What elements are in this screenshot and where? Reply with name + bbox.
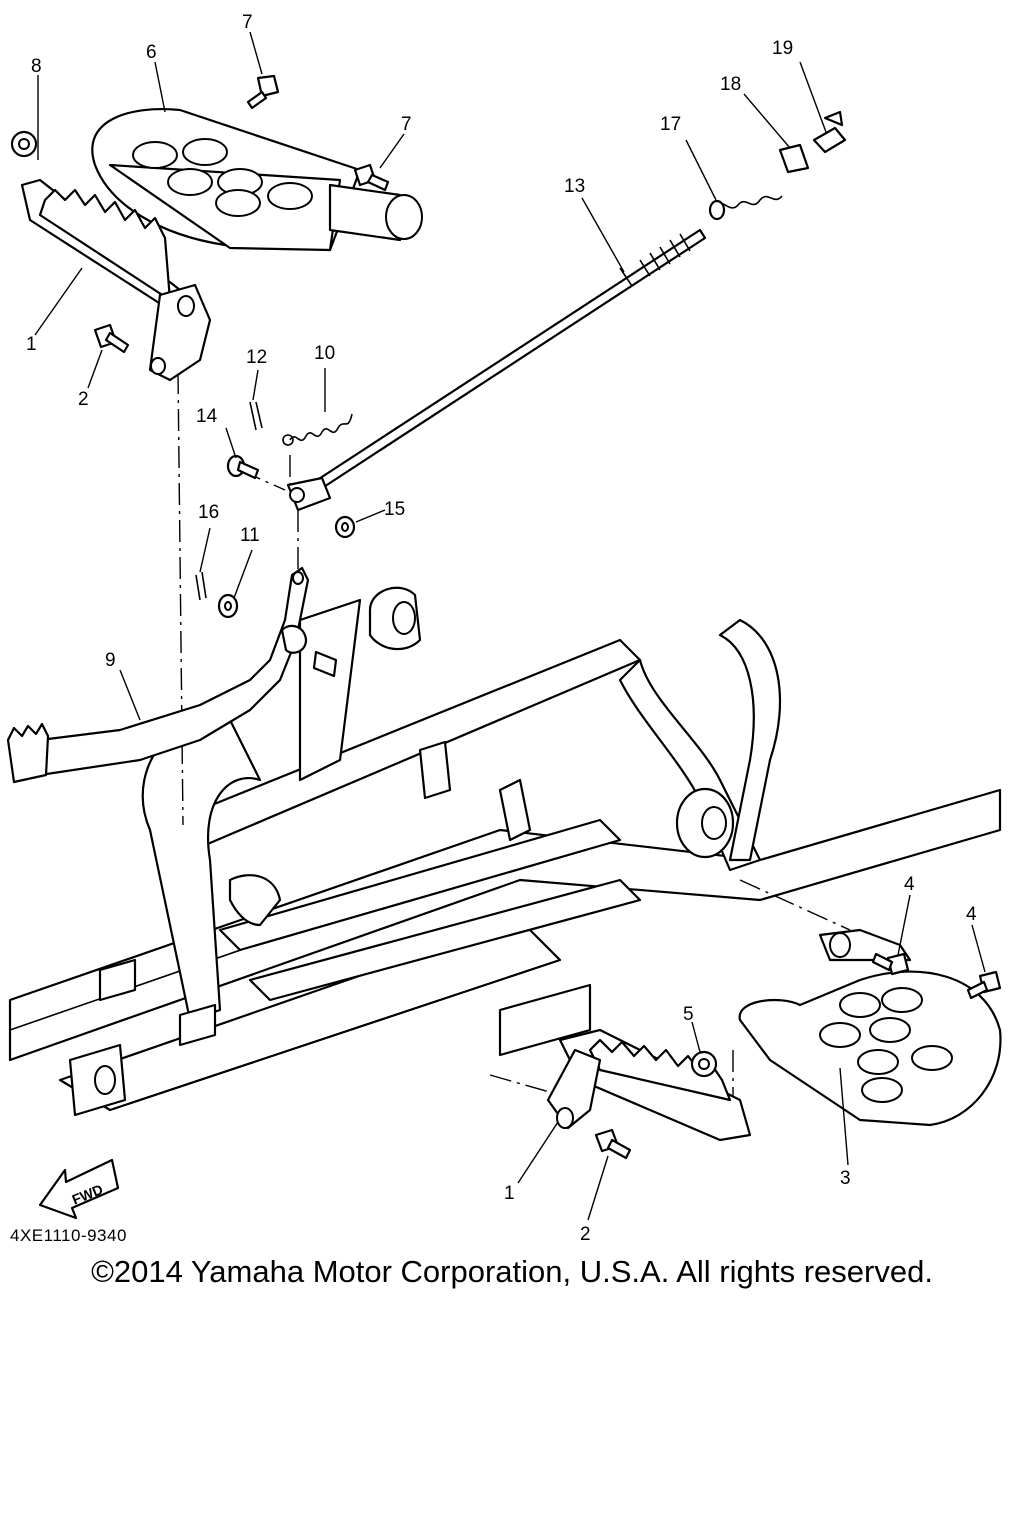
parts-diagram: FWD 7 6 8 7 19 18 17 13 1 — [6, 12, 1002, 1245]
bolt-part-2-upper — [93, 323, 130, 354]
callout-5: 5 — [683, 1004, 694, 1025]
nut-part-5 — [690, 1050, 718, 1078]
callout-1-upper: 1 — [26, 334, 37, 355]
frame — [8, 586, 1002, 1117]
assembly-lines — [177, 371, 851, 1110]
left-footrest-part-6 — [91, 108, 423, 252]
brake-pedal-part-9 — [6, 566, 338, 784]
callout-13: 13 — [564, 176, 585, 197]
callout-7-top: 7 — [242, 12, 253, 33]
callout-9: 9 — [105, 650, 116, 671]
brake-rod-part-13 — [303, 228, 707, 498]
callout-12: 12 — [246, 347, 267, 368]
callout-2-upper: 2 — [78, 389, 89, 410]
callout-16: 16 — [198, 502, 219, 523]
nut-part-8 — [10, 130, 38, 158]
fwd-arrow-icon: FWD — [38, 1158, 120, 1220]
right-footrest-bracket-part-1 — [546, 1028, 752, 1142]
bolt-part-4-a — [871, 952, 910, 976]
callout-4-a: 4 — [904, 874, 915, 895]
callout-17: 17 — [660, 114, 681, 135]
callout-1-lower: 1 — [504, 1183, 515, 1204]
bolt-part-7-right — [353, 163, 390, 192]
cotter-pin-part-12 — [249, 401, 263, 431]
callout-3: 3 — [840, 1168, 851, 1189]
left-footrest-bracket-part-1 — [20, 178, 212, 382]
cotter-pin-part-16 — [195, 571, 207, 601]
callout-14: 14 — [196, 406, 218, 427]
spring-part-17 — [708, 195, 783, 221]
nut-part-18 — [778, 143, 810, 174]
callout-15: 15 — [384, 499, 405, 520]
washer-part-11 — [217, 593, 239, 619]
bolt-part-4-b — [966, 970, 1002, 1000]
callout-4-b: 4 — [966, 904, 977, 925]
callout-6: 6 — [146, 42, 157, 63]
washer-part-15 — [334, 515, 356, 539]
spring-part-10 — [282, 413, 353, 446]
wing-nut-part-19 — [812, 110, 847, 154]
right-footrest-part-3 — [738, 928, 1002, 1127]
callout-8: 8 — [31, 56, 42, 77]
callout-10: 10 — [314, 343, 335, 364]
callouts: 7 6 8 7 19 18 17 13 1 2 12 10 14 15 16 1… — [26, 12, 977, 1245]
callout-11: 11 — [240, 525, 260, 546]
bolt-part-2-lower — [594, 1128, 632, 1160]
diagram-code: 4XE1110-9340 — [10, 1226, 127, 1245]
callout-18: 18 — [720, 74, 741, 95]
rod-joint — [286, 476, 332, 512]
callout-19: 19 — [772, 38, 793, 59]
leader-lines — [34, 31, 986, 1221]
callout-2-lower: 2 — [580, 1224, 591, 1245]
copyright-notice: ©2014 Yamaha Motor Corporation, U.S.A. A… — [91, 1254, 933, 1289]
callout-7-right: 7 — [401, 114, 412, 135]
bolt-part-7-top — [246, 74, 280, 110]
pin-part-14 — [226, 454, 260, 480]
